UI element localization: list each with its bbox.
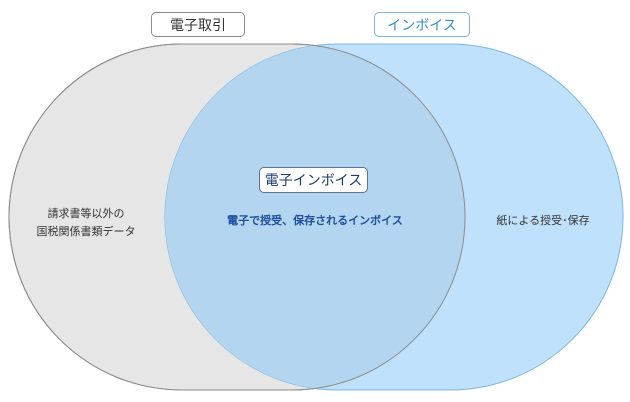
left-description-line-1: 請求書等以外の [47,207,125,220]
left-circle-description: 請求書等以外の 国税関係書類データ [18,205,154,241]
right-circle-label-text: インボイス [387,17,457,34]
right-circle-description: 紙による授受･保存 [496,214,590,227]
left-circle-label-text: 電子取引 [170,17,226,34]
intersection-label-text: 電子インボイス [264,173,363,189]
intersection-region [165,44,465,390]
left-circle-label: 電子取引 [151,12,245,37]
left-description-line-2: 国税関係書類データ [36,225,136,238]
intersection-label: 電子インボイス [259,167,368,193]
intersection-description: 電子で授受、保存されるインボイス [227,214,403,227]
right-circle-label: インボイス [374,12,470,37]
left-circle-outline [8,43,466,391]
